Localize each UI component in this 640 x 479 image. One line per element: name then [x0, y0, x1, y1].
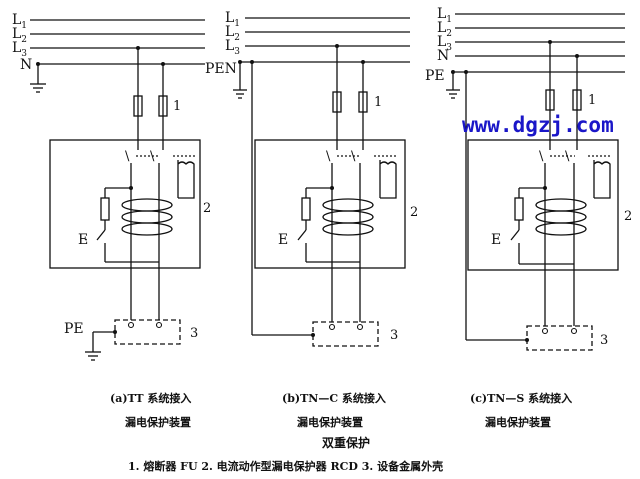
caption-c-line2: 漏电保护装置	[485, 415, 551, 429]
fuse-number-tnc: 1	[374, 95, 382, 110]
diagram-tn-c: L1 L2 L3 PEN 1 2 \ \	[205, 10, 418, 347]
diagram-tn-s: L1 L2 L3 N PE 1 2 \ \	[425, 6, 632, 351]
label-l1: L1	[12, 12, 27, 31]
test-resistor-tnc	[301, 197, 311, 221]
label-l2-c: L2	[437, 20, 452, 39]
label-l3: L3	[12, 40, 27, 59]
caption-b-line2: 漏电保护装置	[297, 415, 363, 429]
fuse-tns-2	[572, 89, 582, 111]
caption-a-line2: 漏电保护装置	[125, 415, 191, 429]
label-pe-c: PE	[425, 68, 445, 84]
label-l3-c: L3	[437, 34, 452, 53]
fuse-tnc-2	[358, 91, 368, 113]
fuse-number-tt: 1	[173, 99, 181, 114]
enclosure-number-tt: 3	[190, 326, 198, 341]
rcd-enclosure-tnc	[254, 139, 406, 269]
svg-text:\: \	[539, 149, 544, 164]
fuse-tt-1	[133, 95, 143, 117]
label-l3-b: L3	[225, 38, 240, 57]
legend: 1. 熔断器 FU 2. 电流动作型漏电保护器 RCD 3. 设备金属外壳	[128, 459, 443, 473]
test-button-e-tnc: E	[278, 232, 288, 248]
label-n: N	[20, 57, 32, 73]
svg-text:\: \	[125, 149, 130, 164]
fuse-tns-1	[545, 89, 555, 111]
test-resistor-tns	[514, 197, 524, 221]
caption-c-line1: (c)TN—S 系统接入	[470, 391, 572, 405]
label-pen: PEN	[205, 61, 237, 77]
fuse-tt-2	[158, 95, 168, 117]
test-button-e-tns: E	[491, 232, 501, 248]
rcd-enclosure-tt	[49, 139, 201, 269]
enclosure-number-tnc: 3	[390, 328, 398, 343]
rcd-number-tns: 2	[624, 209, 632, 224]
caption-b-line1: (b)TN—C 系统接入	[282, 391, 386, 405]
enclosure-number-tns: 3	[600, 333, 608, 348]
label-pe-tt: PE	[64, 321, 84, 337]
label-l2: L2	[12, 26, 27, 45]
watermark: www.dgzj.com	[462, 113, 614, 137]
fuse-tnc-1	[332, 91, 342, 113]
label-n-c: N	[437, 48, 449, 64]
test-resistor-tt	[100, 197, 110, 221]
equipment-enclosure-tns	[526, 325, 593, 351]
rcd-number-tnc: 2	[410, 205, 418, 220]
label-l2-b: L2	[225, 24, 240, 43]
caption-a-line1: (a)TT 系统接入	[110, 391, 191, 405]
fuse-number-tns: 1	[588, 93, 596, 108]
rcd-enclosure-tns	[467, 139, 619, 271]
svg-text:\: \	[326, 149, 331, 164]
caption-b-line3: 双重保护	[322, 435, 370, 450]
rcd-number-tt: 2	[203, 201, 211, 216]
equipment-enclosure-tt	[114, 319, 181, 345]
test-button-e-tt: E	[78, 232, 88, 248]
diagram-tt: L1 L2 L3 N 1 2 \ \	[12, 12, 211, 361]
svg-text:·: ·	[84, 233, 88, 248]
label-l1-b: L1	[225, 10, 240, 29]
label-l1-c: L1	[437, 6, 452, 25]
equipment-enclosure-tnc	[312, 321, 379, 347]
